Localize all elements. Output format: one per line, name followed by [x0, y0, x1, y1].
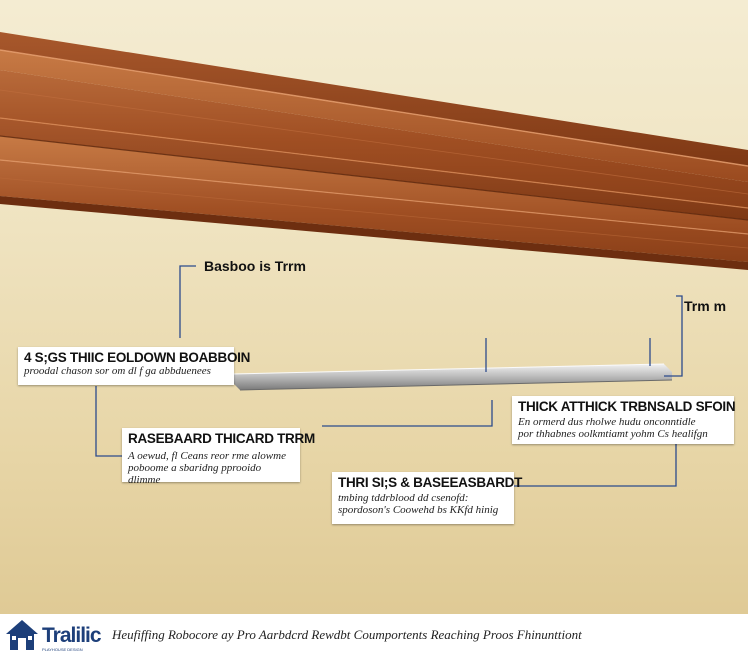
callout-title: RASEBAARD THICARD TRRM: [128, 431, 315, 446]
footer-caption: Heufiffing Robocore ay Pro Aarbdcrd Rewd…: [112, 627, 582, 642]
callout-subtitle: En ormerd dus rholwe hudu onconntidle po…: [518, 416, 708, 440]
label-baseboard-trim: Basboo is Trrm: [204, 258, 306, 274]
callout-thin-baseeasbard: THRI SI;S & BASEEASBARDT tmbing tddrbloo…: [332, 472, 523, 524]
callout-title: 4 S;GS THIIC EOLDOWN BOABBOIN: [24, 350, 251, 365]
footer-bar: Tralilic PLAYHOUSE DESIGN Heufiffing Rob…: [0, 614, 748, 654]
wood-molding: [0, 32, 748, 270]
house-logo-icon: [6, 620, 38, 650]
leader-thick: [322, 400, 493, 427]
callout-thin-baseboard-top: 4 S;GS THIIC EOLDOWN BOABBOIN proodal ch…: [18, 347, 251, 385]
label-trim: Trm m: [684, 298, 727, 314]
callout-rasebaard-thicard: RASEBAARD THICARD TRRM A oewud, fl Ceans…: [122, 428, 315, 486]
scene-illustration: [0, 32, 748, 487]
callout-title: THICK ATTHICK TRBNSALD SFOIN: [518, 399, 736, 414]
callout-title: THRI SI;S & BASEEASBARDT: [338, 475, 523, 490]
leader-rasebaard: [95, 386, 122, 457]
leader-lines: [95, 265, 683, 487]
leader-thin: [514, 440, 677, 487]
leader-trim: [664, 295, 683, 377]
logo-wordmark: Tralilic: [42, 624, 102, 647]
callout-thick-atthick: THICK ATTHICK TRBNSALD SFOIN En ormerd d…: [512, 396, 736, 444]
leader-baseboard-trim: [179, 265, 196, 338]
brand-logo: Tralilic PLAYHOUSE DESIGN: [4, 616, 104, 652]
callout-subtitle: proodal chason sor om dl f ga abbduenees: [24, 365, 211, 377]
callout-subtitle: tmbing tddrblood dd csenofd: spordoson's…: [338, 492, 499, 516]
callout-subtitle: A oewud, fl Ceans reor rme alowme poboom…: [128, 450, 286, 486]
metal-trim-strip: [231, 363, 673, 391]
logo-subtext: PLAYHOUSE DESIGN: [42, 647, 83, 652]
